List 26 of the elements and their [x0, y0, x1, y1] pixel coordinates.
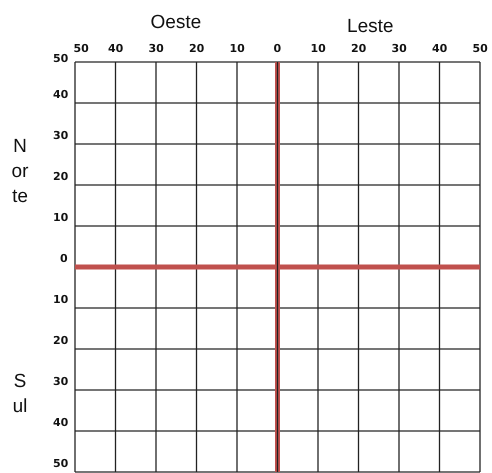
axis-tick-label: 50 [53, 458, 68, 468]
axis-tick-label: 20 [351, 42, 366, 54]
axis-tick-label: 10 [310, 42, 326, 54]
axis-tick-label: 40 [108, 42, 124, 54]
axis-tick-label: 40 [53, 88, 68, 100]
axis-tick-label: 30 [53, 376, 68, 386]
axis-tick-label: 30 [53, 130, 68, 140]
axis-tick-label: 40 [53, 416, 68, 428]
axis-tick-label: 10 [230, 42, 245, 54]
axis-tick-label: 50 [53, 52, 68, 64]
axis-tick-label: 20 [53, 334, 68, 346]
axis-tick-label: 40 [432, 42, 448, 54]
axis-tick-label: 30 [148, 42, 164, 54]
axis-tick-label: 50 [74, 42, 89, 54]
axis-tick-label: 30 [392, 42, 407, 54]
direction-label: Leste [347, 16, 394, 36]
direction-label: Oeste [150, 12, 202, 32]
axis-tick-label: 10 [53, 212, 68, 222]
direction-label: Norte [10, 134, 30, 208]
axis-tick-label: 20 [189, 42, 204, 54]
axis-tick-label: 0 [60, 252, 68, 264]
axis-tick-label: 50 [472, 42, 488, 54]
axis-tick-label: 20 [53, 170, 68, 182]
direction-label: Sul [12, 370, 28, 419]
axis-tick-label: 0 [274, 42, 282, 54]
axis-tick-label: 10 [53, 294, 68, 304]
